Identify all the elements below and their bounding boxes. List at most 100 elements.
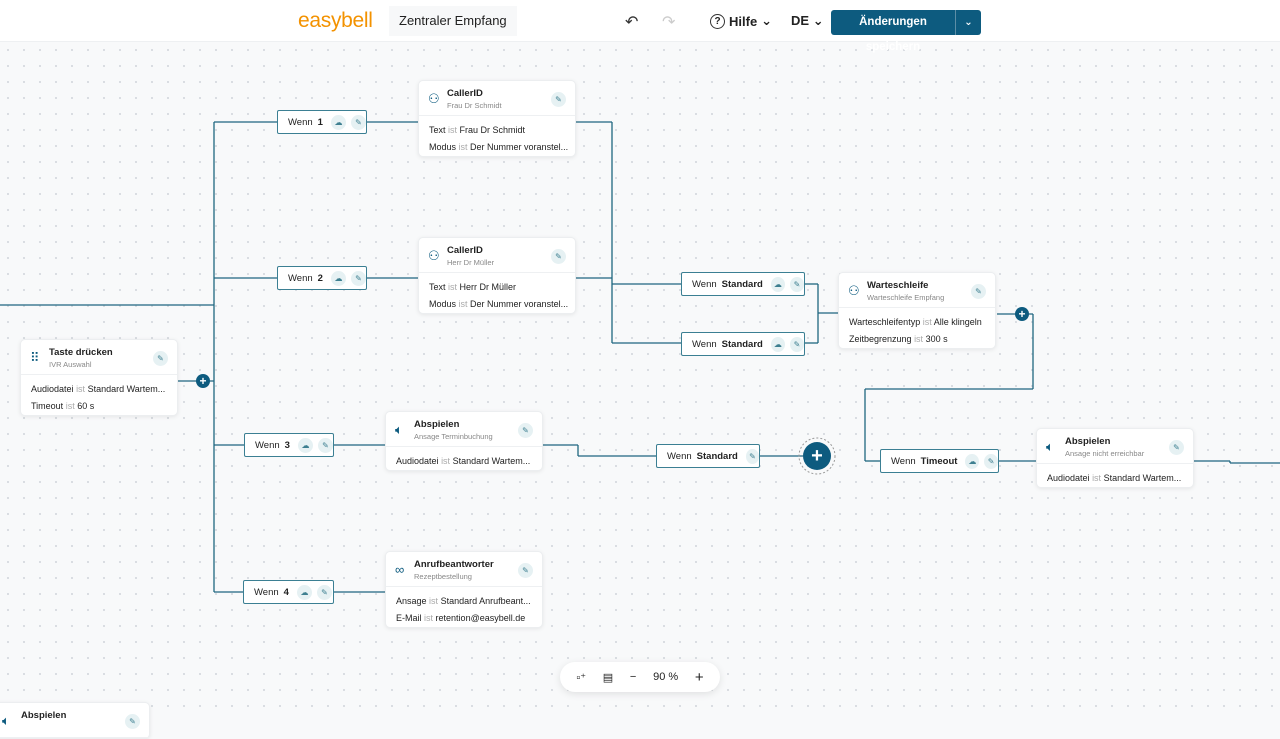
help-menu[interactable]: ?Hilfe⌄ (710, 13, 772, 29)
condition-label: Wenn (255, 439, 280, 451)
edit-pencil-icon[interactable]: ✎ (745, 448, 759, 464)
node-property: Timeout ist 60 s (21, 398, 177, 415)
flow-node-queue[interactable]: ⚇ Warteschleife Warteschleife Empfang ✎W… (838, 272, 996, 349)
cloud-sync-icon[interactable]: ☁ (770, 276, 785, 292)
node-property: Text ist Herr Dr Müller (419, 279, 575, 296)
easybell-logo[interactable]: easybell (298, 9, 373, 32)
add-step-plus-icon[interactable]: + (1015, 307, 1029, 321)
property-operator: ist (458, 299, 468, 309)
save-button-group: Änderungen speichern ⌄ (831, 10, 981, 53)
edit-pencil-icon[interactable]: ✎ (551, 249, 566, 264)
property-operator: ist (441, 456, 451, 466)
edit-pencil-icon[interactable]: ✎ (518, 423, 533, 438)
node-title: Abspielen (414, 419, 460, 430)
condition-label: Wenn (692, 338, 717, 350)
cloud-sync-icon[interactable]: ☁ (296, 584, 312, 600)
property-key: Modus (429, 299, 457, 309)
edit-pencil-icon[interactable]: ✎ (350, 270, 366, 286)
edit-pencil-icon[interactable]: ✎ (316, 584, 332, 600)
flow-name-field[interactable]: Zentraler Empfang (389, 6, 517, 36)
node-property: Audiodatei ist Standard Wartem... (21, 381, 177, 398)
save-button[interactable]: Änderungen speichern (831, 10, 956, 53)
undo-icon[interactable]: ↶ (625, 14, 639, 31)
edit-pencil-icon[interactable]: ✎ (984, 453, 998, 469)
add-node-grid-icon[interactable]: ▫⁺ (576, 671, 587, 684)
node-property: E-Mail ist retention@easybell.de (386, 610, 542, 627)
property-operator: ist (448, 125, 458, 135)
edit-pencil-icon[interactable]: ✎ (971, 284, 986, 299)
cloud-sync-icon[interactable]: ☁ (330, 270, 346, 286)
condition-branch[interactable]: Wenn 3 ☁✎ (244, 433, 334, 457)
node-subtitle: Herr Dr Müller (447, 258, 495, 267)
flow-node-ivr[interactable]: ⠿ Taste drücken IVR Auswahl ✎Audiodatei … (20, 339, 178, 416)
property-operator: ist (424, 613, 434, 623)
edit-pencil-icon[interactable]: ✎ (789, 276, 804, 292)
speaker-icon: 🔈︎ (1046, 439, 1054, 454)
flow-node-voicemail[interactable]: ∞ Anrufbeantworter Rezeptbestellung ✎Ans… (385, 551, 543, 628)
edit-pencil-icon[interactable]: ✎ (317, 437, 333, 453)
node-subtitle: Rezeptbestellung (414, 572, 472, 581)
edit-pencil-icon[interactable]: ✎ (125, 714, 140, 729)
zoom-in-button[interactable]: + (694, 668, 704, 686)
node-property: Modus ist Der Nummer voranstel... (419, 296, 575, 313)
flow-node-caller1[interactable]: ⚇ CallerID Frau Dr Schmidt ✎Text ist Fra… (418, 80, 576, 157)
node-subtitle: IVR Auswahl (49, 360, 92, 369)
node-header: 🔈︎ Abspielen Ansage nicht erreichbar ✎ (1037, 429, 1193, 464)
node-title: Warteschleife (867, 280, 929, 291)
edit-pencil-icon[interactable]: ✎ (1169, 440, 1184, 455)
property-key: Audiodatei (31, 384, 74, 394)
notes-icon[interactable]: ▤ (602, 671, 614, 684)
flow-node-caller2[interactable]: ⚇ CallerID Herr Dr Müller ✎Text ist Herr… (418, 237, 576, 314)
condition-label: Wenn (288, 116, 313, 128)
property-value: Der Nummer voranstel... (470, 299, 569, 309)
node-title: Abspielen (1065, 436, 1111, 447)
flow-canvas[interactable] (0, 42, 1280, 720)
condition-branch[interactable]: Wenn Standard ☁✎ (681, 332, 805, 356)
condition-value: 1 (317, 116, 323, 128)
node-property: Modus ist Der Nummer voranstel... (419, 139, 575, 156)
node-header: ⚇ CallerID Frau Dr Schmidt ✎ (419, 81, 575, 116)
speaker-icon: 🔈︎ (395, 422, 403, 437)
edit-pencil-icon[interactable]: ✎ (153, 351, 168, 366)
edit-pencil-icon[interactable]: ✎ (551, 92, 566, 107)
condition-label: Wenn (288, 272, 313, 284)
add-step-plus-icon[interactable]: + (803, 442, 831, 470)
property-operator: ist (458, 142, 468, 152)
edit-pencil-icon[interactable]: ✎ (518, 563, 533, 578)
language-select[interactable]: DE ⌄ (791, 13, 824, 29)
flow-node-play1[interactable]: 🔈︎ Abspielen Ansage Terminbuchung ✎Audio… (385, 411, 543, 471)
zoom-out-button[interactable]: − (629, 671, 637, 683)
save-options-chevron-icon[interactable]: ⌄ (964, 17, 973, 28)
cloud-sync-icon[interactable]: ☁ (330, 114, 346, 130)
property-operator: ist (914, 334, 924, 344)
condition-value: 3 (284, 439, 290, 451)
node-header: ∞ Anrufbeantworter Rezeptbestellung ✎ (386, 552, 542, 587)
property-value: Standard Anrufbeant... (440, 596, 531, 606)
edit-pencil-icon[interactable]: ✎ (789, 336, 804, 352)
property-value: retention@easybell.de (435, 613, 526, 623)
cloud-sync-icon[interactable]: ☁ (965, 453, 980, 469)
node-property: Audiodatei ist Standard Wartem... (1037, 470, 1193, 487)
condition-value: Standard (721, 338, 763, 350)
help-label: Hilfe (729, 13, 758, 29)
condition-label: Wenn (692, 278, 717, 290)
property-value: Standard Wartem... (1103, 473, 1182, 483)
speaker-icon: 🔈︎ (2, 713, 10, 728)
property-operator: ist (76, 384, 86, 394)
edit-pencil-icon[interactable]: ✎ (350, 114, 366, 130)
cloud-sync-icon[interactable]: ☁ (297, 437, 313, 453)
property-value: Der Nummer voranstel... (470, 142, 569, 152)
condition-value: Timeout (920, 455, 958, 467)
redo-icon[interactable]: ↷ (662, 14, 676, 31)
flow-node-play2[interactable]: 🔈︎ Abspielen Ansage nicht erreichbar ✎ Au… (1036, 428, 1194, 488)
flow-node-play3[interactable]: 🔈︎ Abspielen ✎ (0, 702, 150, 739)
add-step-plus-icon[interactable]: + (196, 374, 210, 388)
cloud-sync-icon[interactable]: ☁ (770, 336, 785, 352)
chevron-down-icon: ⌄ (812, 13, 824, 28)
condition-branch[interactable]: Wenn 1 ☁✎ (277, 110, 367, 134)
